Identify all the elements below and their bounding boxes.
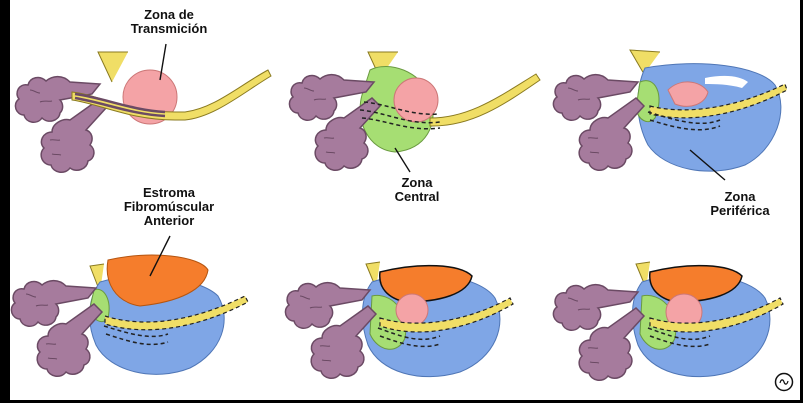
transition-zone-label-line-2: Transmición — [124, 22, 214, 36]
panel-peripheral-zone — [553, 50, 787, 180]
panel-anterior-stroma — [11, 236, 248, 376]
copyright-signature-icon — [774, 372, 794, 392]
peripheral-zone-label: Zona Periférica — [700, 190, 780, 218]
anterior-stroma-label: Estroma Fibromúscular Anterior — [114, 186, 224, 228]
panel-transition-zone — [15, 44, 271, 172]
anterior-stroma-label-line-1: Estroma — [114, 186, 224, 200]
peripheral-zone-label-line-1: Zona — [700, 190, 780, 204]
central-zone-label-line-2: Central — [382, 190, 452, 204]
transition-zone-label: Zona de Transmición — [124, 8, 214, 36]
peripheral-zone-label-line-2: Periférica — [700, 204, 780, 218]
anterior-stroma-label-line-3: Anterior — [114, 214, 224, 228]
central-zone-label: Zona Central — [382, 176, 452, 204]
panel-combined-zones-b — [553, 262, 783, 380]
transition-zone-label-line-1: Zona de — [124, 8, 214, 22]
central-zone-label-line-1: Zona — [382, 176, 452, 190]
panel-combined-zones-a — [285, 262, 513, 378]
anterior-stroma-label-line-2: Fibromúscular — [114, 200, 224, 214]
panel-central-zone — [289, 52, 540, 172]
